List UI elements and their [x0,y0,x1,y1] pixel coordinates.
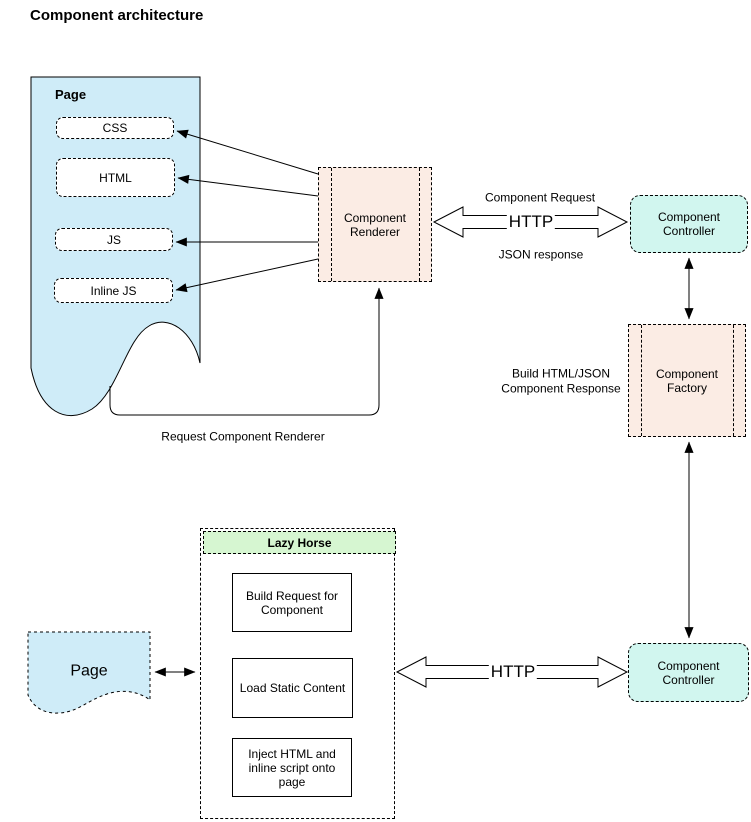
request-component-renderer-label: Request Component Renderer [161,429,325,444]
component-renderer-label: Component Renderer [343,210,407,239]
page-top-label: Page [55,87,87,102]
build-response-label-line2: Component Response [501,381,621,396]
component-controller-bottom-box: Component Controller [628,643,749,702]
page-bottom-label: Page [70,662,108,680]
step-inject-html: Inject HTML and inline script onto page [232,738,352,797]
json-response-label: JSON response [498,247,584,262]
lazy-horse-header: Lazy Horse [203,531,396,554]
step-inject-html-label: Inject HTML and inline script onto page [248,746,336,789]
arrow-renderer-to-html [177,174,319,197]
component-controller-top-label: Component Controller [657,210,721,238]
component-controller-top-box: Component Controller [630,195,748,253]
component-factory-box: Component Factory [628,324,746,437]
step-load-static-label: Load Static Content [239,681,346,695]
http-label-top: HTTP [506,212,556,232]
step-load-static: Load Static Content [232,658,353,718]
step-build-request: Build Request for Component [232,573,352,632]
page-part-html: HTML [56,158,175,197]
build-response-label-line1: Build HTML/JSON [511,366,611,381]
component-controller-bottom-label: Component Controller [657,658,720,687]
arrow-renderer-to-css [176,129,319,175]
component-factory-label: Component Factory [655,366,719,395]
component-request-label: Component Request [484,190,596,205]
arrow-page-to-renderer-request [109,287,384,416]
step-build-request-label: Build Request for Component [245,588,339,617]
diagram-title: Component architecture [30,7,204,24]
page-part-js: JS [55,228,173,251]
page-shape-bottom [27,631,151,714]
page-part-css: CSS [56,117,174,139]
page-part-inline-js: Inline JS [54,278,173,303]
http-label-bottom: HTTP [488,662,538,682]
arrow-renderer-to-inline-js [175,258,319,293]
component-renderer-box: Component Renderer [318,167,432,282]
